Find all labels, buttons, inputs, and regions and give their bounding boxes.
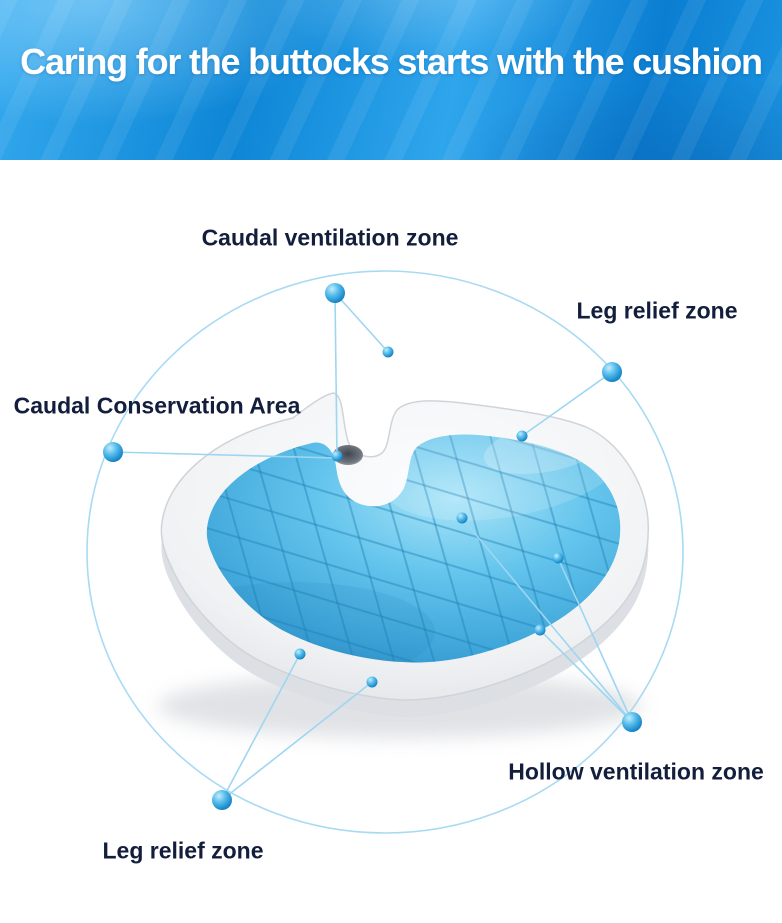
dot-cushion-point (516, 430, 528, 442)
connector-lines (112, 292, 633, 801)
orbit-ellipse (86, 270, 684, 834)
dot-caudal-ventilation (325, 283, 345, 303)
dot-cushion-point (552, 552, 564, 564)
dot-cushion-point (382, 346, 394, 358)
label-hollow-ventilation-zone: Hollow ventilation zone (508, 758, 764, 785)
dot-hollow-ventilation (622, 712, 642, 732)
label-leg-relief-zone-top: Leg relief zone (576, 297, 738, 324)
dot-cushion-point (294, 648, 306, 660)
callout-dots (103, 283, 642, 810)
dot-leg-relief-bottom (212, 790, 232, 810)
cushion-scene (86, 270, 684, 834)
label-leg-relief-zone-bottom: Leg relief zone (102, 837, 264, 864)
dot-leg-relief-top (602, 362, 622, 382)
dot-caudal-conservation (103, 442, 123, 462)
banner: Caring for the buttocks starts with the … (0, 0, 782, 160)
cushion-diagram: Caudal ventilation zone Leg relief zone … (0, 160, 782, 923)
banner-title: Caring for the buttocks starts with the … (20, 41, 763, 82)
dot-cushion-point (534, 624, 546, 636)
dot-cushion-point (456, 512, 468, 524)
dot-cushion-point (366, 676, 378, 688)
dot-cushion-point (331, 450, 343, 462)
label-caudal-ventilation-zone: Caudal ventilation zone (201, 224, 459, 251)
label-caudal-conservation-area: Caudal Conservation Area (13, 392, 301, 419)
